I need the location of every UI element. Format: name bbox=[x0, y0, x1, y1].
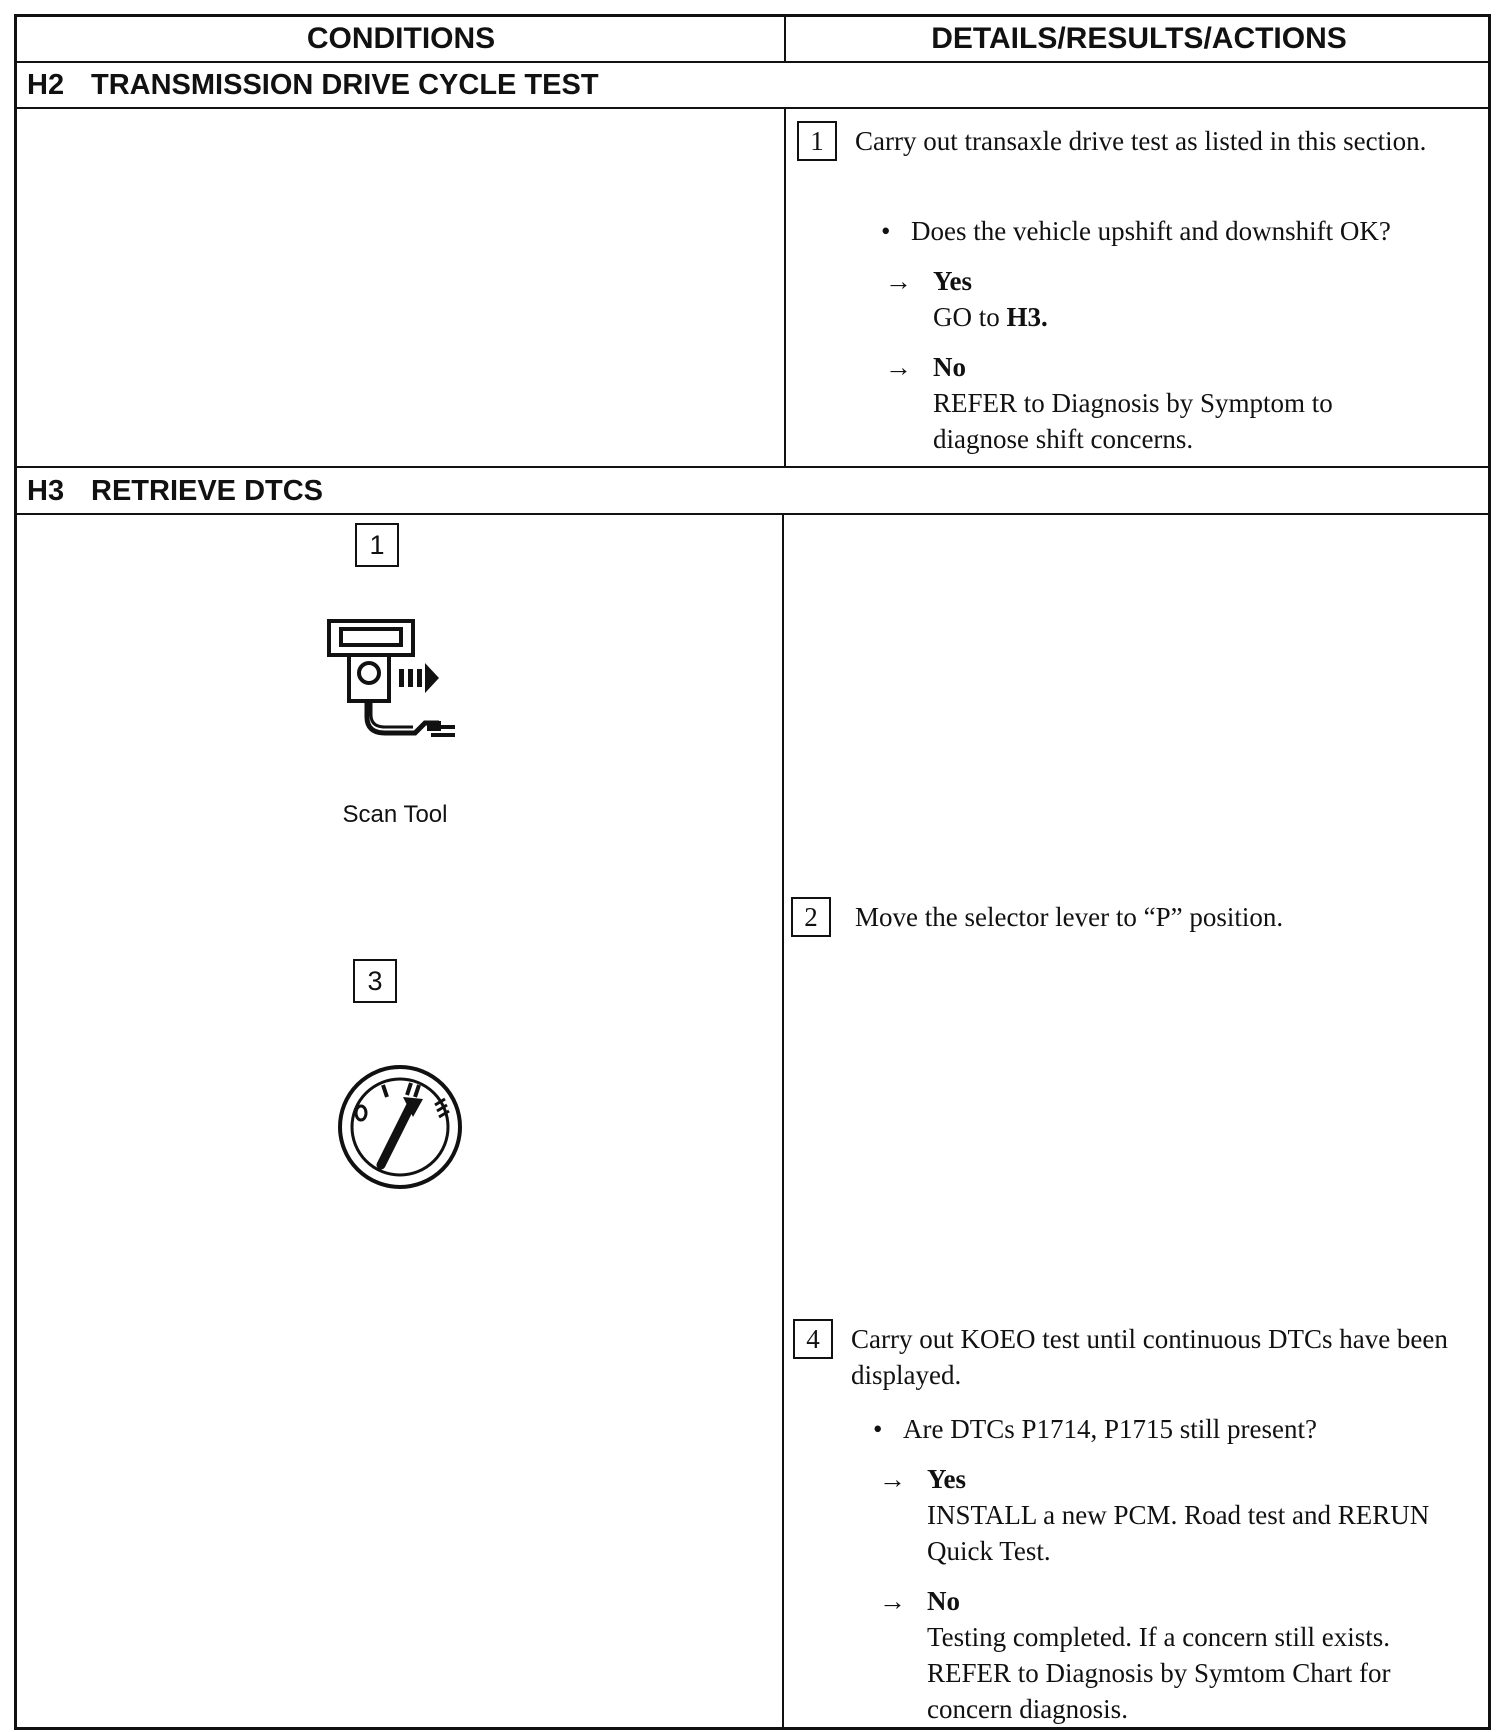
arrow-icon: → bbox=[885, 352, 912, 382]
step-question: Does the vehicle upshift and downshift O… bbox=[881, 213, 1491, 249]
h3-step-4: 4 Carry out KOEO test until continuous D… bbox=[793, 1319, 1487, 1729]
divider-h3 bbox=[782, 513, 784, 1730]
result-yes: → Yes INSTALL a new PCM. Road test and R… bbox=[879, 1461, 1447, 1569]
condition-step-3-number: 3 bbox=[353, 959, 397, 1003]
result-yes-label: Yes bbox=[927, 1464, 966, 1494]
result-no-text: Testing completed. If a concern still ex… bbox=[927, 1622, 1391, 1724]
diagnostic-table: CONDITIONS DETAILS/RESULTS/ACTIONS H2 TRA… bbox=[14, 14, 1491, 1730]
result-no: → No Testing completed. If a concern sti… bbox=[879, 1583, 1477, 1727]
rule-below-header bbox=[17, 61, 1488, 63]
result-no-label: No bbox=[933, 352, 966, 382]
result-yes-prefix: GO to bbox=[933, 302, 1007, 332]
arrow-icon: → bbox=[879, 1464, 906, 1494]
section-h2-name: TRANSMISSION DRIVE CYCLE TEST bbox=[91, 69, 599, 101]
arrow-icon: → bbox=[879, 1586, 906, 1616]
rule-below-h3-title bbox=[17, 513, 1488, 515]
result-no-label: No bbox=[927, 1586, 960, 1616]
result-yes-target: H3. bbox=[1006, 302, 1048, 332]
section-h3-number: H3 bbox=[27, 475, 65, 507]
step-number-box: 2 bbox=[791, 897, 831, 937]
section-h2-number: H2 bbox=[27, 69, 65, 101]
result-yes-label: Yes bbox=[933, 266, 972, 296]
step-number-box: 4 bbox=[793, 1319, 833, 1359]
column-header-details: DETAILS/RESULTS/ACTIONS bbox=[931, 22, 1347, 55]
h3-step-2: 2 Move the selector lever to “P” positio… bbox=[791, 897, 1487, 947]
ignition-key-icon bbox=[338, 1065, 462, 1189]
step-instruction: Carry out transaxle drive test as listed… bbox=[855, 126, 1427, 156]
result-yes-text: INSTALL a new PCM. Road test and RERUN Q… bbox=[927, 1500, 1430, 1566]
rule-below-h2-title bbox=[17, 107, 1488, 109]
result-yes-text: GO to H3. bbox=[933, 299, 1453, 335]
divider-h2 bbox=[784, 107, 786, 466]
divider-header bbox=[784, 17, 786, 61]
condition-step-1-number: 1 bbox=[355, 523, 399, 567]
rule-below-h2-body bbox=[17, 466, 1488, 468]
step-instruction: Carry out KOEO test until continuous DTC… bbox=[851, 1324, 1448, 1390]
section-h3-title: H3 RETRIEVE DTCS bbox=[27, 475, 323, 508]
result-no: → No REFER to Diagnosis by Symptom to di… bbox=[885, 349, 1403, 457]
step-question: Are DTCs P1714, P1715 still present? bbox=[873, 1411, 1473, 1447]
scan-tool-caption: Scan Tool bbox=[342, 801, 448, 828]
scan-tool-icon bbox=[327, 619, 455, 737]
arrow-icon: → bbox=[885, 266, 912, 296]
h2-step-1: 1 Carry out transaxle drive test as list… bbox=[797, 121, 1487, 461]
section-h3-name: RETRIEVE DTCS bbox=[91, 475, 324, 507]
step-instruction: Move the selector lever to “P” position. bbox=[855, 902, 1284, 932]
result-yes: → Yes GO to H3. bbox=[885, 263, 1453, 335]
column-header-conditions: CONDITIONS bbox=[306, 22, 496, 55]
result-no-text: REFER to Diagnosis by Symptom to diagnos… bbox=[933, 388, 1333, 454]
step-number-box: 1 bbox=[797, 121, 837, 161]
section-h2-title: H2 TRANSMISSION DRIVE CYCLE TEST bbox=[27, 69, 599, 102]
